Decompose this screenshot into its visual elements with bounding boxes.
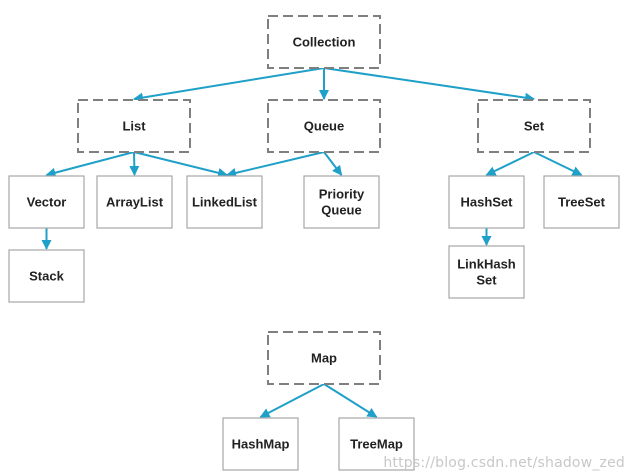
node-label-set: Set bbox=[524, 119, 545, 134]
node-label-map: Map bbox=[311, 351, 337, 366]
node-box-map bbox=[267, 331, 381, 385]
edge-list-to-arraylist bbox=[129, 151, 140, 176]
node-box-collection bbox=[267, 15, 381, 69]
node-box-hashmap bbox=[222, 417, 299, 471]
node-vector: Vector bbox=[8, 175, 85, 229]
node-label-list: List bbox=[122, 119, 146, 134]
node-treeset: TreeSet bbox=[543, 175, 620, 229]
node-stack: Stack bbox=[8, 249, 85, 303]
node-box-vector bbox=[8, 175, 85, 229]
node-label-hashset: HashSet bbox=[460, 195, 513, 210]
node-set: Set bbox=[477, 99, 591, 153]
node-label-treeset: TreeSet bbox=[558, 195, 606, 210]
node-list: List bbox=[77, 99, 191, 153]
edges-layer bbox=[41, 67, 583, 418]
node-arraylist: ArrayList bbox=[96, 175, 173, 229]
node-label-queue: Queue bbox=[304, 119, 344, 134]
watermark-url: https://blog.csdn.net/shadow_zed bbox=[383, 455, 625, 471]
node-box-arraylist bbox=[96, 175, 173, 229]
node-collection: Collection bbox=[267, 15, 381, 69]
node-box-list bbox=[77, 99, 191, 153]
node-hashset: HashSet bbox=[448, 175, 525, 229]
edge-set-to-treeset bbox=[533, 151, 583, 176]
node-box-linkedlist bbox=[186, 175, 263, 229]
node-box-stack bbox=[8, 249, 85, 303]
node-label-treemap: TreeMap bbox=[350, 437, 403, 452]
node-treemap: TreeMap bbox=[338, 417, 415, 471]
node-box-set bbox=[477, 99, 591, 153]
edge-list-to-linkedlist bbox=[133, 151, 228, 178]
edge-set-to-hashset bbox=[485, 151, 535, 176]
node-label-linkedlist: LinkedList bbox=[192, 195, 258, 210]
edge-collection-to-list bbox=[133, 67, 325, 103]
node-hashmap: HashMap bbox=[222, 417, 299, 471]
node-box-hashset bbox=[448, 175, 525, 229]
node-linkedlist: LinkedList bbox=[186, 175, 263, 229]
edge-queue-to-priorityqueue bbox=[323, 151, 343, 176]
node-label-vector: Vector bbox=[27, 195, 67, 210]
node-box-treemap bbox=[338, 417, 415, 471]
edge-queue-to-linkedlist bbox=[226, 151, 325, 178]
edge-collection-to-set bbox=[323, 67, 535, 103]
node-label-collection: Collection bbox=[293, 35, 356, 50]
node-label-hashmap: HashMap bbox=[232, 437, 290, 452]
edge-list-to-vector bbox=[45, 151, 135, 178]
node-queue: Queue bbox=[267, 99, 381, 153]
node-label-stack: Stack bbox=[29, 269, 64, 284]
node-box-queue bbox=[267, 99, 381, 153]
node-box-treeset bbox=[543, 175, 620, 229]
edge-map-to-treemap bbox=[323, 383, 378, 418]
edge-map-to-hashmap bbox=[259, 383, 325, 418]
node-box-priorityqueue bbox=[303, 175, 380, 229]
node-label-arraylist: ArrayList bbox=[106, 195, 164, 210]
node-map: Map bbox=[267, 331, 381, 385]
node-box-linkedhashset bbox=[448, 245, 525, 299]
